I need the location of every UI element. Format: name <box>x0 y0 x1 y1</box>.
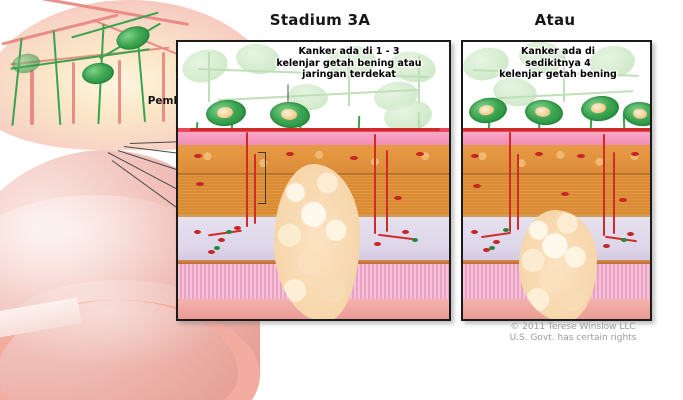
capillary-dot <box>234 226 241 230</box>
capillary-dot <box>471 154 479 158</box>
tissue-serosa <box>178 132 449 145</box>
muscle-layer-bracket <box>258 152 266 204</box>
blood-vessel <box>254 154 256 224</box>
lymph-node-pale <box>178 44 232 88</box>
lymph-node-cancer-core <box>534 106 551 118</box>
lymph-dot <box>226 230 232 234</box>
panel-atau: Kanker ada di sedikitnya 4 kelenjar geta… <box>461 40 652 321</box>
tumor-mass <box>519 210 597 319</box>
blood-vessel <box>190 128 440 131</box>
lymph-dot <box>214 246 220 250</box>
lymph-node-cancer-core <box>280 108 298 121</box>
surface-vessel <box>72 62 75 124</box>
capillary-dot <box>194 154 202 158</box>
blood-vessel <box>517 154 519 230</box>
lymph-node-cancerous <box>204 97 248 129</box>
panel-stage-3a: Kanker ada di 1 - 3 kelenjar getah benin… <box>176 40 451 321</box>
lymph-node-cancerous <box>579 94 621 123</box>
capillary-dot <box>535 152 543 156</box>
capillary-dot <box>402 230 409 234</box>
lymph-node-cancer-core <box>632 108 648 120</box>
capillary-dot <box>350 156 358 160</box>
lymph-vessel-pale <box>563 50 565 102</box>
capillary-dot <box>416 152 424 156</box>
blood-vessel <box>386 150 388 232</box>
capillary-dot <box>631 152 639 156</box>
lymph-node-cancerous <box>523 98 565 127</box>
panel-atau-content: Kanker ada di sedikitnya 4 kelenjar geta… <box>463 42 650 319</box>
lymph-dot <box>621 238 627 242</box>
lymph-vessel-pale <box>348 54 350 106</box>
lymph-node-cancerous <box>621 100 650 128</box>
copyright-notice: © 2011 Terese Winslow LLC U.S. Govt. has… <box>509 322 637 343</box>
lymph-vessel-pale <box>208 52 210 102</box>
surface-vessel <box>162 52 165 122</box>
panel-title-atau: Atau <box>534 11 576 29</box>
tissue-muscle-inner <box>463 175 650 215</box>
panel-caption-atau: Kanker ada di sedikitnya 4 kelenjar geta… <box>499 46 617 80</box>
capillary-dot <box>374 242 381 246</box>
capillary-dot <box>619 198 627 202</box>
panel-stage-3a-content: Kanker ada di 1 - 3 kelenjar getah benin… <box>178 42 449 319</box>
lymph-node-cancer-core <box>478 104 495 117</box>
lymph-dot <box>489 246 495 250</box>
blood-vessel <box>246 132 248 227</box>
blood-vessel <box>603 134 605 236</box>
capillary-dot <box>493 240 500 244</box>
capillary-dot <box>218 238 225 242</box>
panel-caption-stage-3a: Kanker ada di 1 - 3 kelenjar getah benin… <box>276 46 422 80</box>
capillary-dot <box>483 248 490 252</box>
tissue-muscle-outer <box>463 145 650 173</box>
surface-vessel <box>30 70 34 125</box>
capillary-dot <box>208 250 215 254</box>
capillary-dot <box>577 154 585 158</box>
capillary-dot <box>473 184 481 188</box>
capillary-dot <box>603 244 610 248</box>
capillary-dot <box>196 182 204 186</box>
lymph-node-cancer-core <box>216 106 234 119</box>
capillary-dot <box>286 152 294 156</box>
tissue-serosa <box>463 132 650 145</box>
tissue-muscle-divider <box>463 173 650 175</box>
tumor-mass <box>274 164 360 319</box>
surface-vessel <box>118 60 121 124</box>
capillary-dot <box>194 230 201 234</box>
blood-vessel <box>613 152 615 234</box>
lymph-dot <box>412 238 418 242</box>
capillary-dot <box>394 196 402 200</box>
lymph-vessel-pale <box>418 56 420 104</box>
lymph-node-cancer-core <box>590 102 607 114</box>
capillary-dot <box>627 232 634 236</box>
lymph-dot <box>503 228 509 232</box>
capillary-dot <box>471 230 478 234</box>
capillary-dot <box>561 192 569 196</box>
panel-title-stage-3a: Stadium 3A <box>269 11 371 29</box>
blood-vessel <box>374 134 376 234</box>
blood-vessel <box>509 132 511 232</box>
blood-vessel <box>463 128 650 131</box>
